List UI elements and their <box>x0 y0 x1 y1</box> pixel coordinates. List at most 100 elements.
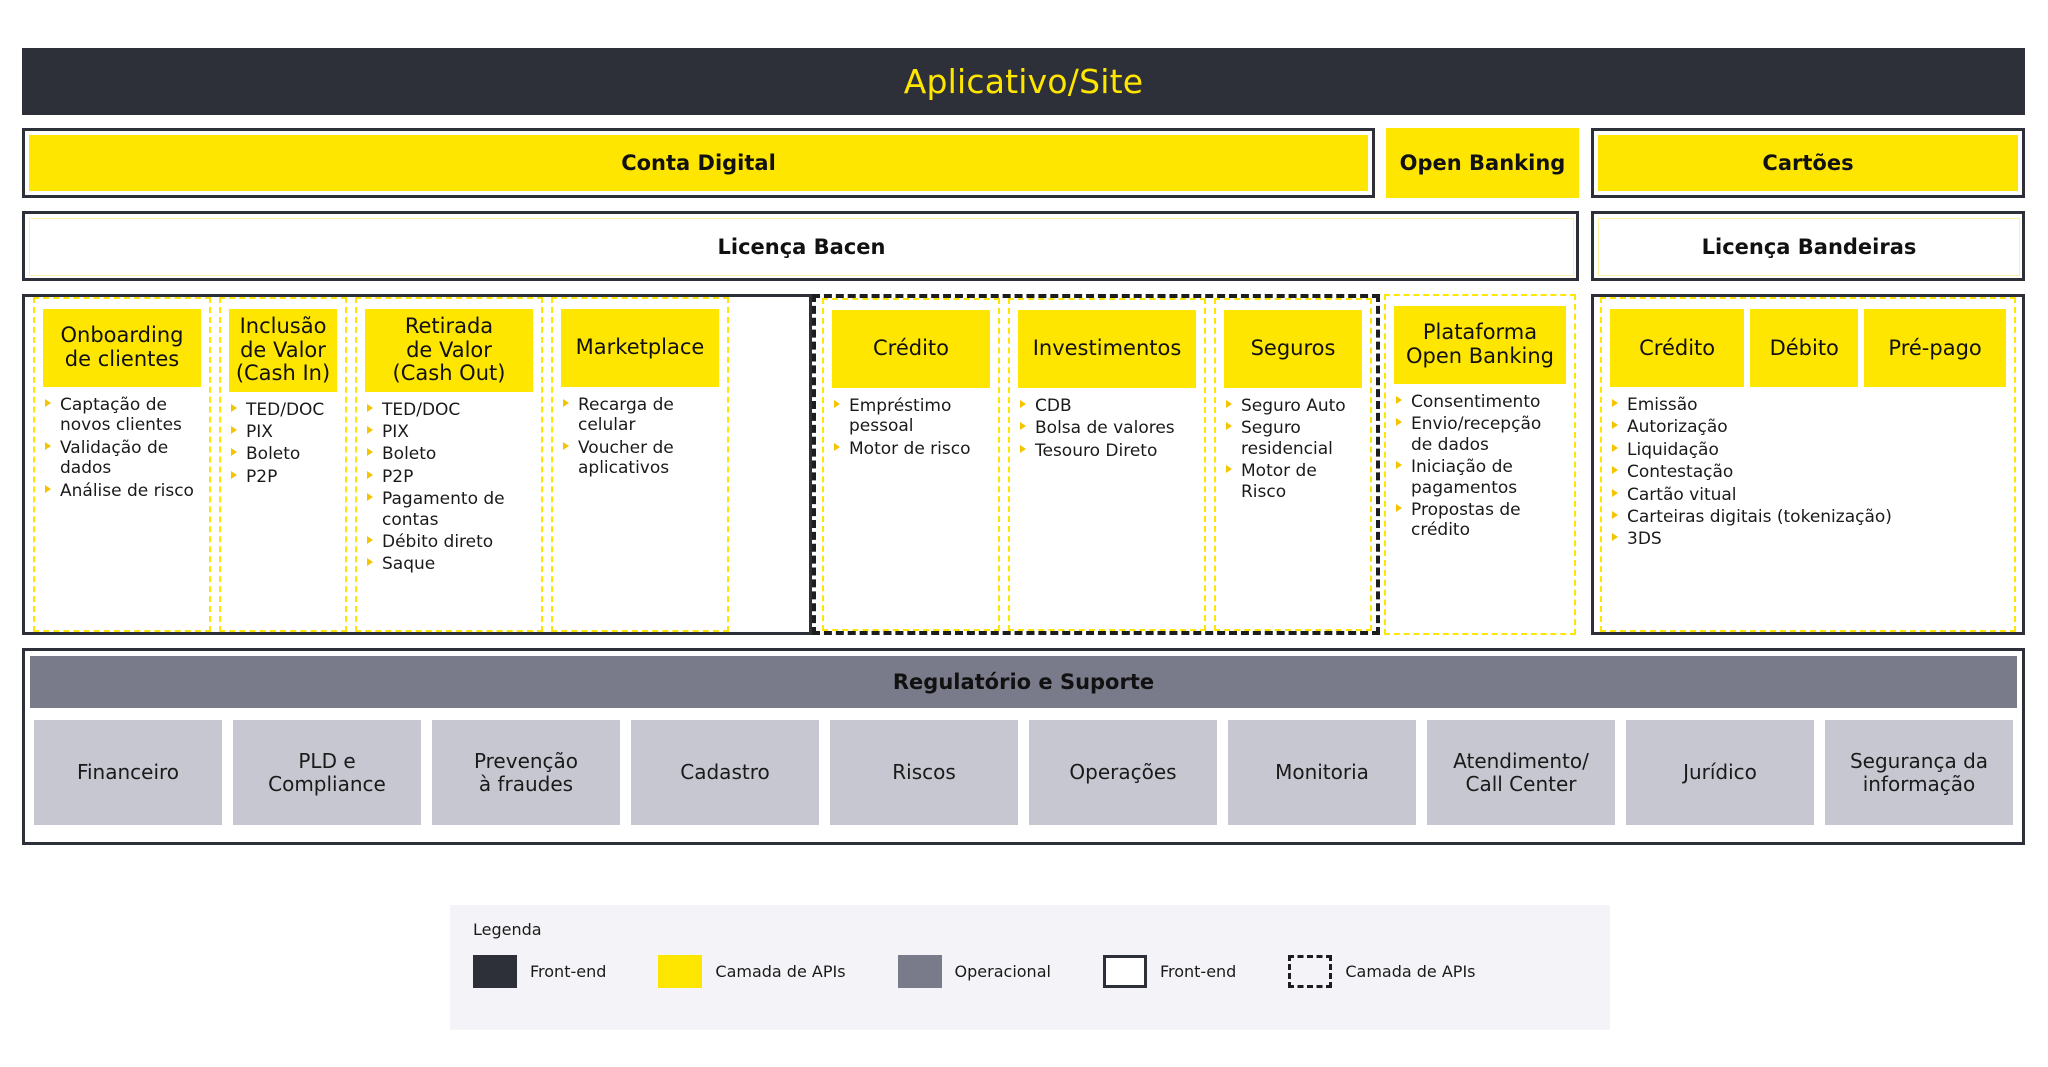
service-bullet-item: Cartão vitual <box>1610 485 2006 505</box>
service-bullet-item: Saque <box>365 554 533 574</box>
legend-title: Legenda <box>473 920 542 939</box>
service-bullet-item: Liquidação <box>1610 440 2006 460</box>
service-bullet-item: Análise de risco <box>43 481 201 501</box>
regulatory-item[interactable]: Cadastro <box>631 720 819 825</box>
service-bullet-item: Seguro residencial <box>1224 418 1362 459</box>
legend-panel: Legenda Front-end Camada de APIs Operacion… <box>450 905 1610 1030</box>
license-row: Licença Bacen Licença Bandeiras <box>22 211 2025 281</box>
service-bullet-item: CDB <box>1018 396 1196 416</box>
service-bullet-item: Boleto <box>229 444 337 464</box>
bullet-triangle-icon <box>1396 461 1402 470</box>
service-bullet-item: Tesouro Direto <box>1018 441 1196 461</box>
regulatory-item[interactable]: Atendimento/Call Center <box>1427 720 1615 825</box>
bullet-triangle-icon <box>45 441 51 450</box>
regulatory-item[interactable]: Jurídico <box>1626 720 1814 825</box>
service-bullet-item: Carteiras digitais (tokenização) <box>1610 507 2006 527</box>
legend-entry-label: Front-end <box>1159 962 1237 981</box>
service-bullet-item: Boleto <box>365 444 533 464</box>
bullet-triangle-icon <box>367 448 373 457</box>
bullet-triangle-icon <box>1396 396 1402 404</box>
bullet-triangle-icon <box>1612 488 1618 497</box>
legend-entry: Camada de APIs <box>658 955 846 988</box>
service-column-title: Marketplace <box>561 309 719 387</box>
card-type-heads: Crédito Débito Pré-pago <box>1610 309 2006 387</box>
bullet-triangle-icon <box>1020 400 1026 408</box>
service-bullet-item: Validação de dados <box>43 438 201 479</box>
bullet-triangle-icon <box>367 493 373 502</box>
bullet-triangle-icon <box>1226 400 1232 408</box>
service-bullet-item: Motor de risco <box>832 439 990 459</box>
channel-cartoes[interactable]: Cartões <box>1591 128 2025 198</box>
bullet-triangle-icon <box>563 399 569 407</box>
bullet-triangle-icon <box>45 399 51 407</box>
bullet-triangle-icon <box>231 425 237 434</box>
service-bullet-item: Voucher de aplicativos <box>561 438 719 479</box>
app-header-title: Aplicativo/Site <box>903 62 1144 101</box>
bullet-triangle-icon <box>1612 466 1618 475</box>
regulatory-item[interactable]: Operações <box>1029 720 1217 825</box>
bullet-triangle-icon <box>834 400 840 408</box>
bullet-triangle-icon <box>834 442 840 451</box>
bullet-triangle-icon <box>367 558 373 567</box>
service-bullet-item: PIX <box>229 422 337 442</box>
service-bullet-item: Envio/recepção de dados <box>1394 414 1566 455</box>
regulatory-item[interactable]: Riscos <box>830 720 1018 825</box>
channel-conta-digital[interactable]: Conta Digital <box>22 128 1375 198</box>
legend-entry: Camada de APIs <box>1288 955 1476 988</box>
legend-entry-label: Camada de APIs <box>715 962 846 981</box>
license-label: Licença Bandeiras <box>1701 235 1917 259</box>
legend-entry: Front-end <box>473 955 606 988</box>
service-bullet-item: TED/DOC <box>365 400 533 420</box>
service-bullet-item: 3DS <box>1610 529 2006 549</box>
bullet-triangle-icon <box>367 403 373 412</box>
license-bandeiras: Licença Bandeiras <box>1591 211 2025 281</box>
service-column-title: Seguros <box>1224 310 1362 388</box>
regulatory-item[interactable]: Financeiro <box>34 720 222 825</box>
regulatory-item[interactable]: Monitoria <box>1228 720 1416 825</box>
service-bullet-item: Propostas de crédito <box>1394 500 1566 541</box>
legend-entry-label: Operacional <box>954 962 1051 981</box>
bullet-triangle-icon <box>231 403 237 412</box>
app-header-band: Aplicativo/Site <box>22 48 2025 115</box>
bullet-triangle-icon <box>1612 421 1618 430</box>
service-bullet-item: Motor de Risco <box>1224 461 1362 502</box>
card-type-debito[interactable]: Débito <box>1750 309 1859 387</box>
license-label: Licença Bacen <box>717 235 886 259</box>
bullet-triangle-icon <box>367 470 373 479</box>
legend-swatch-dashed-outline <box>1288 955 1333 988</box>
license-bacen: Licença Bacen <box>22 211 1579 281</box>
service-bullet-item: Recarga de celular <box>561 395 719 436</box>
legend-swatch-grey-fill <box>897 955 942 988</box>
legend-entry: Front-end <box>1102 955 1237 988</box>
bullet-triangle-icon <box>563 441 569 450</box>
bullet-triangle-icon <box>231 470 237 479</box>
card-type-credito[interactable]: Crédito <box>1610 309 1745 387</box>
card-type-pre-pago[interactable]: Pré-pago <box>1864 309 2006 387</box>
channel-open-banking[interactable]: Open Banking <box>1386 128 1579 198</box>
channel-label: Conta Digital <box>621 151 776 175</box>
legend-items: Front-end Camada de APIs Operacional Front-… <box>473 955 1600 988</box>
service-bullet-item: Contestação <box>1610 462 2006 482</box>
